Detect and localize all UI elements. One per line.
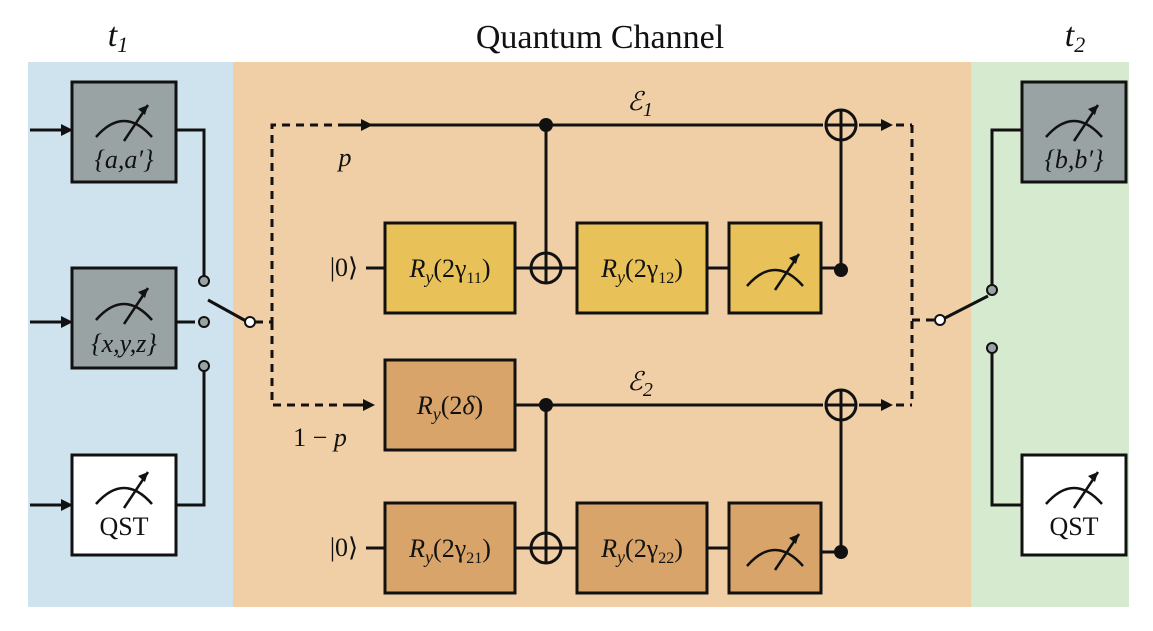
right-switch-pivot <box>934 314 946 326</box>
right-measure-qst-box: QST <box>1020 453 1128 557</box>
left-measure-qst-box: QST <box>70 453 178 557</box>
right-wire-1 <box>990 128 1022 285</box>
ancilla1-measure-box <box>727 221 823 315</box>
ancilla1-classical-dot <box>834 263 848 277</box>
left-measure-a-box: {a,a′} <box>70 80 178 184</box>
left-switch-lever <box>207 298 247 323</box>
left-title: t1 <box>108 17 128 57</box>
ancilla2-xor <box>529 531 563 565</box>
right-switch-lever <box>944 294 989 320</box>
gate-ry-g21 <box>383 501 517 595</box>
dashed-route-top <box>255 123 350 324</box>
ket0-top: |0⟩ <box>330 253 358 282</box>
right-measure-b-box: {b,b′} <box>1020 80 1128 184</box>
switch-contact-1 <box>198 275 210 287</box>
e1-xor-target <box>824 108 858 142</box>
right-measure-qst-label: QST <box>1049 512 1098 541</box>
e2-xor-target <box>824 388 858 422</box>
left-output-wire-3 <box>176 370 206 507</box>
center-title: Quantum Channel <box>476 19 724 56</box>
right-switch-contact-2 <box>986 342 998 354</box>
ancilla2-classical-dot <box>834 545 848 559</box>
right-measure-b-label: {b,b′} <box>1045 145 1105 174</box>
one-minus-p-label: 1 − p <box>293 423 347 452</box>
p-label: p <box>337 143 352 172</box>
ancilla2-measure-box <box>727 501 823 595</box>
gate-ry-delta-label: Ry(2δ) <box>416 391 483 424</box>
switch-contact-2 <box>198 316 210 328</box>
gate-ry-g12 <box>575 221 709 315</box>
left-measure-a-label: {a,a′} <box>95 145 155 174</box>
left-measure-qst-label: QST <box>99 512 148 541</box>
gate-ry-g11 <box>383 221 517 315</box>
right-wire-2 <box>990 353 1022 507</box>
left-output-wire-1 <box>176 128 206 277</box>
left-switch-pivot <box>244 316 256 328</box>
switch-contact-3 <box>198 360 210 372</box>
right-title: t2 <box>1065 17 1085 57</box>
gate-ry-delta <box>383 358 517 452</box>
ket0-bottom: |0⟩ <box>330 533 358 562</box>
gate-ry-g22 <box>575 501 709 595</box>
ancilla1-xor <box>529 251 563 285</box>
left-measure-xyz-label: {x,y,z} <box>91 329 157 358</box>
gate-ry-g11-label: Ry(2γ11) <box>408 254 490 287</box>
left-measure-xyz-box: {x,y,z} <box>70 266 178 370</box>
right-switch-contact-1 <box>986 284 998 296</box>
